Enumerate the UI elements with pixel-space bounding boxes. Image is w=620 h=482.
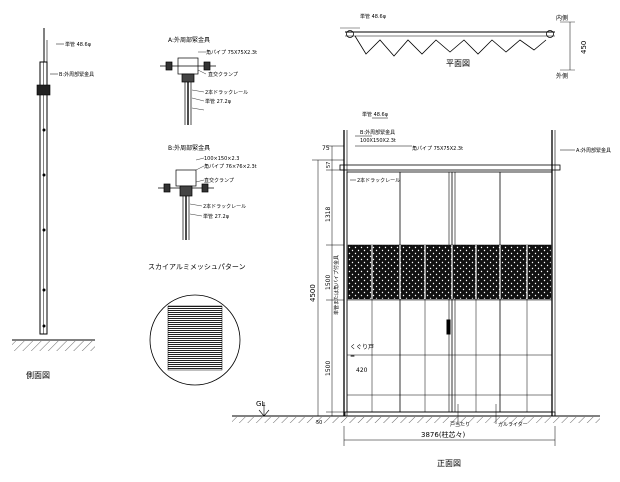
plan-inside-label: 内側 <box>556 14 568 22</box>
detail-a-label-4: 単管 27.2φ <box>205 98 232 105</box>
front-dimensions <box>312 117 575 446</box>
front-stopper-label: 戸当たり <box>450 421 470 428</box>
dim-width: 3876(柱芯々) <box>421 430 466 439</box>
detail-a-title: A:外周部緊金具 <box>168 36 210 44</box>
detail-a <box>160 51 216 125</box>
plan-outside-label: 外側 <box>556 72 568 80</box>
dim-total-height: 4500 <box>309 284 317 302</box>
front-view-title: 正面図 <box>437 459 461 468</box>
detail-b <box>158 157 214 240</box>
front-rail-label: 2本ドラックレール <box>357 177 400 184</box>
dim-e: 50 <box>316 420 322 426</box>
mesh-pattern <box>149 294 241 386</box>
front-pipe-label: 角パイプ 75X75X2.3t <box>412 145 463 152</box>
detail-b-label-3: 直交クランプ <box>204 177 234 184</box>
front-b-sub: 100X150X2.3t <box>360 138 396 144</box>
dim-d: 1500 <box>325 361 332 376</box>
detail-a-label-2: 直交クランプ <box>208 71 238 78</box>
front-mesh-band <box>347 244 552 300</box>
detail-b-label-2: 角パイプ 76×76×2.3t <box>204 163 257 170</box>
plan-view <box>340 21 575 71</box>
front-side-label: 単管または角パイプ付金具 <box>333 255 340 315</box>
side-view <box>12 28 95 351</box>
dim-b: 1318 <box>325 207 332 222</box>
side-pole-label: 単管 48.6φ <box>65 41 92 48</box>
front-door-label: くぐり戸 <box>350 344 374 351</box>
detail-b-label-5: 単管 27.2φ <box>203 213 230 220</box>
detail-b-label-1: 100×150×2.3 <box>204 156 239 162</box>
front-wheel-label: ガルライダー <box>498 421 528 428</box>
dim-top: 75 <box>322 145 330 152</box>
mesh-title: スカイアルミメッシュパターン <box>148 262 246 271</box>
dim-c: 1500 <box>325 275 332 290</box>
front-door-mark: = <box>350 353 355 360</box>
front-pole-label: 単管 48.6φ <box>362 111 389 118</box>
plan-view-title: 平面図 <box>446 59 470 68</box>
side-view-title: 側面図 <box>26 370 50 380</box>
front-a-label: A:外周部緊金具 <box>576 147 611 154</box>
side-b-label: B:外周部緊金具 <box>59 71 94 78</box>
detail-b-label-4: 2本ドラックレール <box>203 203 246 210</box>
detail-a-label-1: 角パイプ 75X75X2.3t <box>206 49 257 56</box>
mesh-frame-lines <box>371 245 528 299</box>
front-door-width: 420 <box>356 367 368 374</box>
plan-pole-label: 単管 48.6φ <box>360 13 387 20</box>
front-ground <box>232 402 600 423</box>
dim-a: 57 <box>326 162 332 168</box>
plan-depth-dim: 450 <box>580 41 588 54</box>
detail-b-title: B:外周部緊金具 <box>168 144 210 152</box>
front-gl-label: GL <box>256 400 265 408</box>
front-b-label: B:外周部緊金具 <box>360 129 395 136</box>
detail-a-label-3: 2本ドラックレール <box>205 89 248 96</box>
